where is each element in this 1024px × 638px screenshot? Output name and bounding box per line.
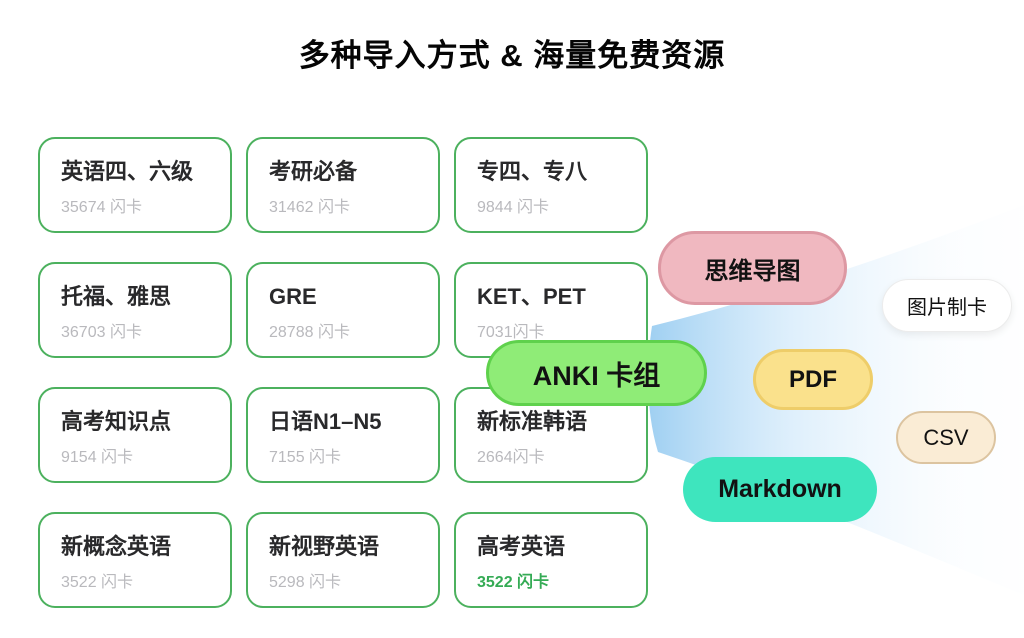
deck-card-title: 英语四、六级 [61, 159, 194, 184]
import-bubble-pdf[interactable]: PDF [753, 349, 873, 410]
deck-card-count: 7031闪卡 [477, 323, 545, 341]
import-bubble-image-card[interactable]: 图片制卡 [882, 279, 1012, 332]
import-bubble-label: 思维导图 [704, 257, 801, 285]
deck-card-title: GRE [269, 284, 317, 309]
deck-card-count: 5298 闪卡 [269, 573, 342, 591]
deck-card-title: 高考英语 [477, 534, 566, 559]
deck-card-count: 35674 闪卡 [61, 198, 142, 216]
deck-card-count: 7155 闪卡 [269, 448, 342, 466]
deck-card-count: 9844 闪卡 [477, 198, 550, 216]
import-bubble-label: Markdown [718, 475, 842, 503]
deck-card-count: 3522 闪卡 [61, 573, 134, 591]
deck-card-title: 新视野英语 [269, 534, 380, 559]
import-bubble-label: 图片制卡 [907, 297, 987, 319]
deck-card-title: 托福、雅思 [61, 284, 172, 309]
deck-card-toefl-ielts[interactable]: 托福、雅思 36703 闪卡 [38, 262, 232, 358]
deck-card-tem48[interactable]: 专四、专八 9844 闪卡 [454, 137, 648, 233]
import-bubble-csv[interactable]: CSV [896, 411, 996, 464]
deck-card-count: 31462 闪卡 [269, 198, 350, 216]
deck-card-title: 考研必备 [269, 159, 358, 184]
import-bubble-label: PDF [789, 365, 837, 393]
deck-card-kaoyan[interactable]: 考研必备 31462 闪卡 [246, 137, 440, 233]
import-bubble-label: CSV [923, 424, 969, 450]
deck-card-count-highlight: 3522 闪卡 [477, 573, 550, 591]
deck-card-nce[interactable]: 新概念英语 3522 闪卡 [38, 512, 232, 608]
deck-card-count: 36703 闪卡 [61, 323, 142, 341]
deck-card-count: 28788 闪卡 [269, 323, 350, 341]
page-title: 多种导入方式 & 海量免费资源 [298, 38, 726, 73]
deck-card-cet46[interactable]: 英语四、六级 35674 闪卡 [38, 137, 232, 233]
import-bubble-anki-deck[interactable]: ANKI 卡组 [486, 340, 707, 406]
deck-card-title: 新标准韩语 [477, 409, 588, 434]
deck-card-japanese-n1-n5[interactable]: 日语N1–N5 7155 闪卡 [246, 387, 440, 483]
deck-card-new-horizon[interactable]: 新视野英语 5298 闪卡 [246, 512, 440, 608]
deck-card-gaokao-english[interactable]: 高考英语 3522 闪卡 [454, 512, 648, 608]
deck-card-count: 9154 闪卡 [61, 448, 134, 466]
import-bubble-label: ANKI 卡组 [532, 360, 661, 391]
deck-card-title: 新概念英语 [61, 534, 172, 559]
deck-card-gre[interactable]: GRE 28788 闪卡 [246, 262, 440, 358]
import-bubble-markdown[interactable]: Markdown [683, 457, 877, 522]
deck-card-title: 日语N1–N5 [269, 409, 382, 434]
deck-card-title: 高考知识点 [61, 409, 172, 434]
deck-card-title: KET、PET [477, 284, 586, 309]
deck-card-count: 2664闪卡 [477, 448, 545, 466]
deck-card-gaokao-points[interactable]: 高考知识点 9154 闪卡 [38, 387, 232, 483]
import-bubble-mindmap[interactable]: 思维导图 [658, 231, 847, 305]
deck-card-title: 专四、专八 [477, 159, 588, 184]
